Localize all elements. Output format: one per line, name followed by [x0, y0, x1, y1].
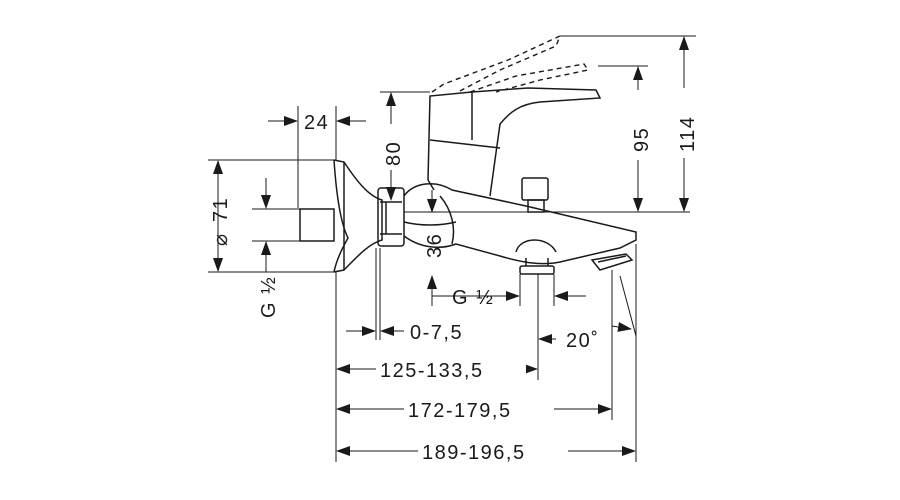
dim-g-half-spout: G ½	[452, 287, 494, 309]
wall-flange	[333, 159, 383, 273]
dim-80: 80	[383, 141, 405, 166]
shower-outlet	[515, 239, 557, 275]
dim-125-133-5: 125-133,5	[380, 360, 484, 382]
dim-95: 95	[631, 127, 653, 152]
lever-handle	[427, 87, 602, 197]
dim-189-196-5: 189-196,5	[422, 442, 526, 464]
diverter-knob	[521, 177, 549, 213]
dim-20-degrees: 20˚	[566, 330, 599, 352]
dim-0-7-5: 0-7,5	[410, 322, 463, 344]
dim-114: 114	[677, 116, 699, 152]
diameter-symbol: ⌀	[210, 232, 232, 246]
connection-pipe	[299, 208, 335, 242]
dim-36: 36	[424, 233, 446, 258]
lever-raised-position-dashed	[431, 34, 590, 93]
dim-g-half-inlet: G ½	[258, 276, 280, 318]
extension-lines	[208, 35, 696, 462]
dimension-labels: 24 80 71 ⌀ G ½ 36 95 114 G ½ 0-7,5 20˚ 1…	[210, 112, 699, 464]
dimension-lines	[213, 36, 689, 456]
mixer-body	[403, 179, 637, 265]
dim-71: 71	[210, 197, 232, 222]
label-backgrounds	[376, 88, 695, 464]
dim-24: 24	[304, 112, 329, 134]
spout-outlet	[590, 253, 634, 271]
dim-172-179-5: 172-179,5	[408, 400, 512, 422]
